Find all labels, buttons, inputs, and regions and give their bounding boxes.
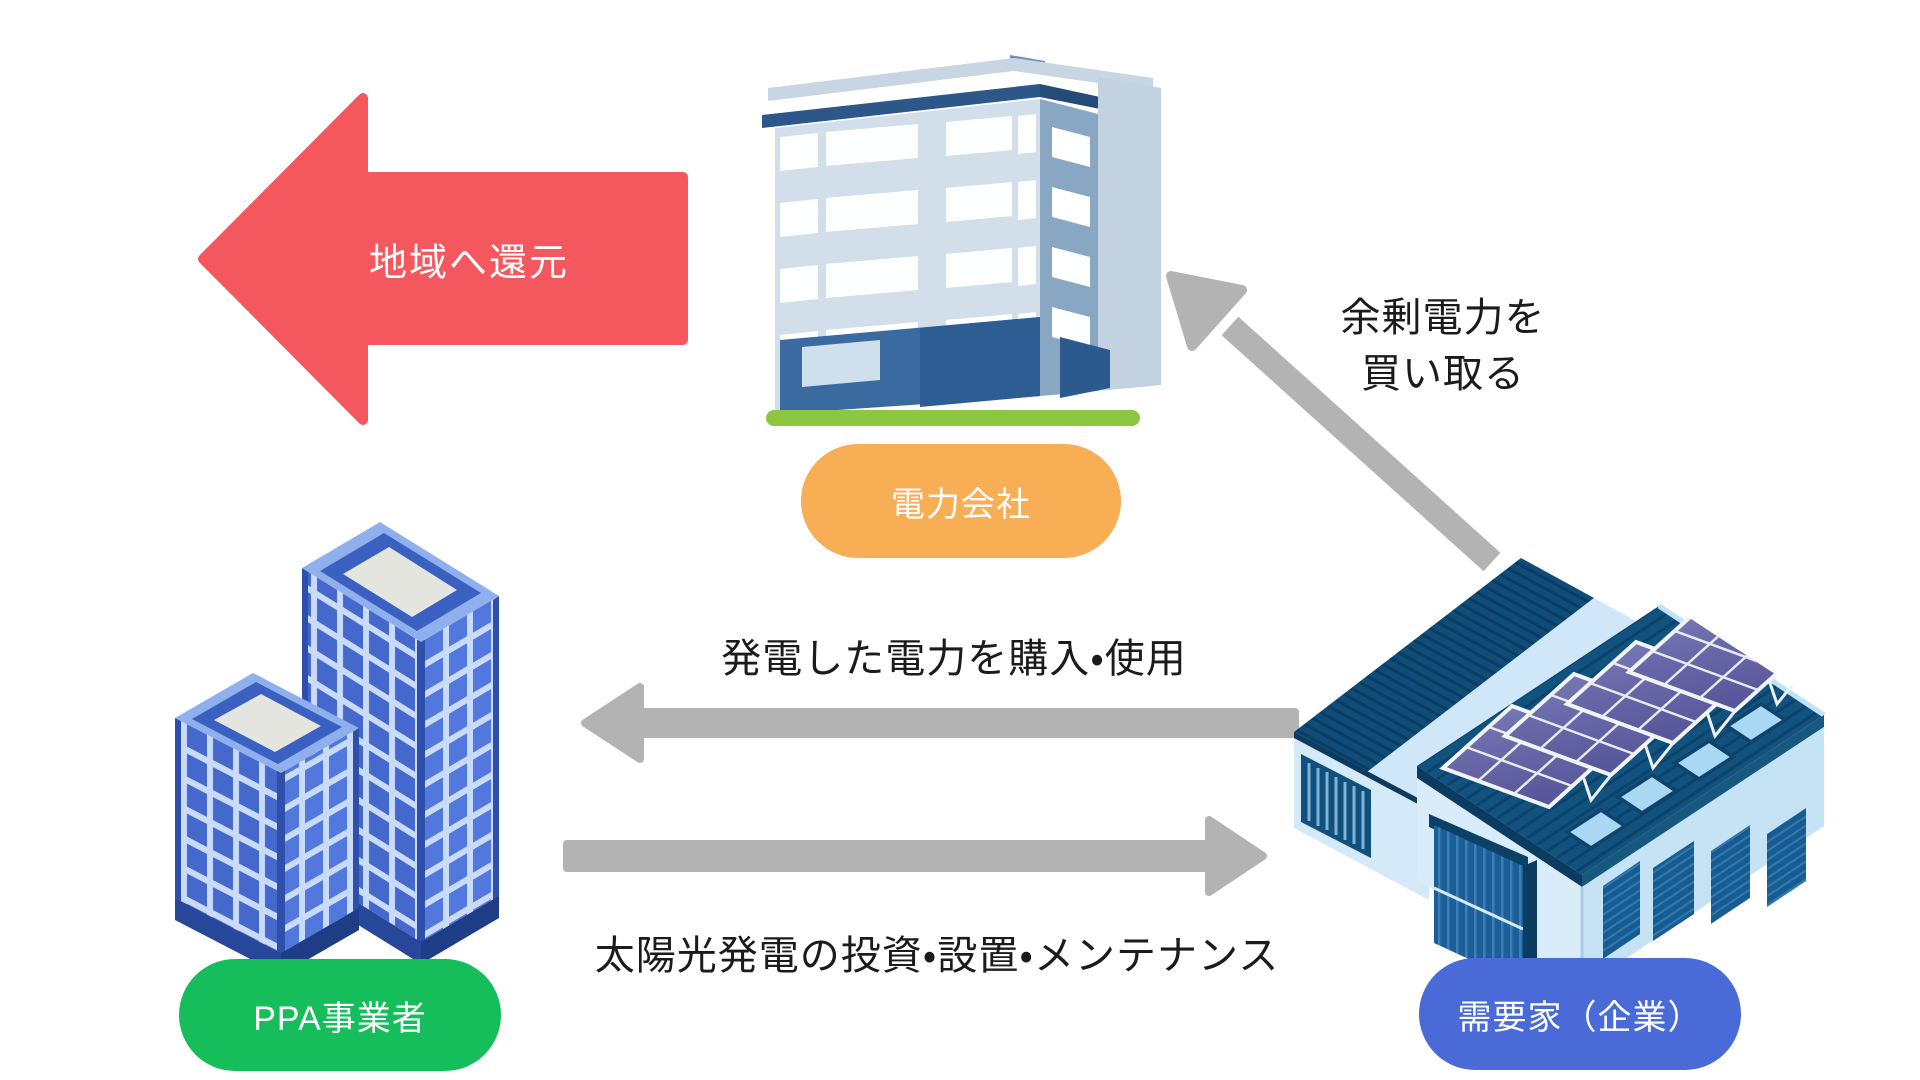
ppa-towers-illustration	[175, 522, 499, 975]
surplus-buyback-text: 余剰電力を 買い取る	[1341, 290, 1546, 402]
surplus-buyback-text-line1: 余剰電力を	[1340, 296, 1546, 340]
office-building-illustration	[762, 55, 1161, 426]
factory-illustration	[1294, 558, 1826, 988]
ppa-operator-label: PPA事業者	[253, 999, 427, 1038]
consumer-label: 需要家（企業）	[1457, 998, 1703, 1037]
power-company-label: 電力会社	[891, 485, 1031, 524]
purchase-use-arrow	[581, 683, 1299, 763]
purchase-use-text: 発電した電力を購入・使用	[721, 637, 1187, 681]
consumer-label-pill: 需要家（企業）	[1419, 958, 1741, 1070]
surplus-buyback-arrow-head	[1166, 271, 1247, 351]
power-company-label-pill: 電力会社	[801, 444, 1121, 558]
community-return-arrow	[198, 93, 688, 425]
invest-install-arrow	[563, 816, 1267, 896]
invest-install-text: 太陽光発電の投資・設置・メンテナンス	[594, 934, 1280, 978]
surplus-buyback-arrow-shaft	[1221, 316, 1501, 572]
community-return-text: 地域へ還元	[368, 242, 570, 285]
surplus-buyback-text-line2: 買い取る	[1361, 352, 1525, 396]
ppa-operator-label-pill: PPA事業者	[179, 959, 501, 1071]
